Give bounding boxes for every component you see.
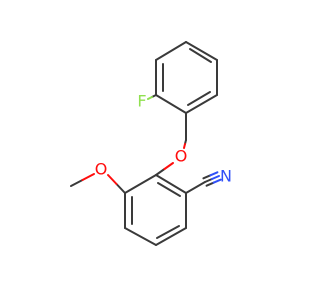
bond-ring2-o-b [163,162,174,170]
bond-ch2-o-b [183,143,186,149]
bond-layer [70,41,222,246]
atom-label-fluorine: F [137,92,146,111]
bond-ring2-o-methoxy-b [107,174,118,185]
ring2-bond-3 [155,227,187,246]
bond-c-f-b [147,96,153,100]
structure-diagram: F O O N [70,41,232,246]
ring1-bond-3 [185,94,218,114]
ring1-bond-1 [185,41,218,61]
atom-label-ether-oxygen: O [175,147,188,166]
bond-ring2-o-a [155,168,166,176]
atom-label-nitrile-nitrogen: N [220,167,232,186]
molecule-canvas: F O O N [70,41,232,246]
bond-ring2-cn [185,181,206,194]
bond-triple-1-b [209,171,219,177]
ring2-bond-1 [155,174,187,194]
bond-triple-2-b [211,175,220,180]
bond-triple-3-a [205,181,215,187]
ring2-inner-1 [157,182,181,197]
bond-triple-2-a [204,178,213,183]
ring1-bond-6 [155,41,187,61]
bond-triple-3-b [212,178,222,184]
bond-o-methyl-a [70,179,84,187]
ring2-inner-2 [156,225,180,239]
bond-triple-1-a [202,174,212,180]
atom-label-layer: F O O N [95,92,232,186]
ring2-bond-4 [124,227,157,246]
bond-ring2-o-methoxy-a [115,183,126,194]
ring1-bond-4 [155,94,187,114]
ring1-inner-1 [189,48,212,63]
bond-o-methyl-b [81,173,95,181]
ring1-inner-2 [187,91,211,106]
atom-label-methoxy-oxygen: O [95,160,108,179]
ring2-bond-6 [124,174,157,194]
